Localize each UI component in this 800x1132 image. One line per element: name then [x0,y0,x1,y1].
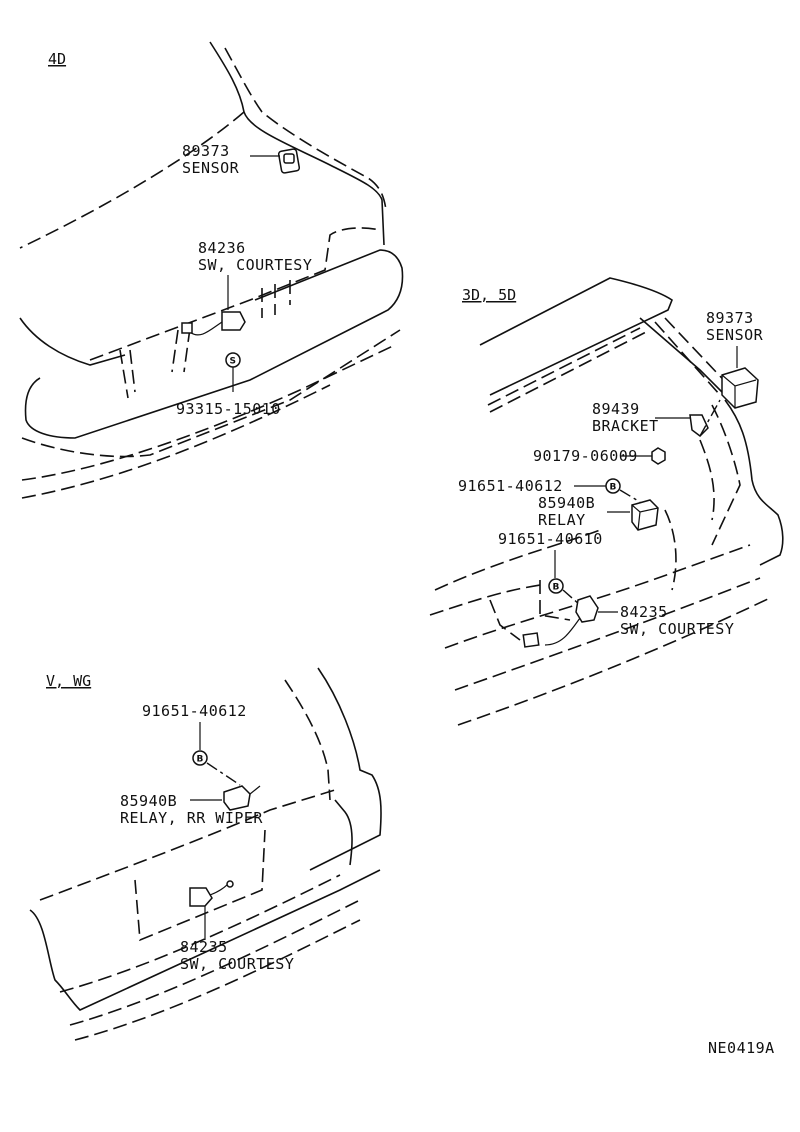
part-number-bolt2-3d: 91651-40610 [498,530,603,548]
spoiler-3d [479,277,673,396]
spoiler-dash-3d-b [489,329,651,413]
section-label-4d: 4D [48,50,66,68]
hatch-dash-3d-d [444,544,751,649]
sensor-part-3d [721,367,759,409]
part-name-relay-3d: RELAY [538,511,586,529]
spoiler-side-3d [639,317,731,401]
section-4d: 4D 89373 SENSOR 84236 SW, COURTESY [19,41,404,499]
part-number-sensor-3d: 89373 [706,309,754,327]
hatch-dash-3d-b [699,439,715,521]
section-label-3d-5d: 3D, 5D [462,286,516,304]
part-name-courtesy-wg: SW, COURTESY [180,955,294,973]
section-label-v-wg: V, WG [46,672,91,690]
part-name-courtesy-4d: SW, COURTESY [198,256,312,274]
wagon-lower-edge [29,869,381,1011]
hatch-dash-3d-a [711,404,741,546]
part-number-sensor-4d: 89373 [182,142,230,160]
bracket-dashline-3d [699,399,721,437]
part-number-bolt1-3d: 91651-40612 [458,477,563,495]
trunk-lower-dash-4d [89,227,381,361]
relay-part-3d [631,499,659,531]
tail-lamp-dash-4d [119,349,136,399]
part-number-nut-3d: 90179-06009 [533,447,638,465]
bolt-glyph-wg: B [197,755,204,765]
hatch-dash-3d-h [539,580,571,621]
part-name-relay-wg: RELAY, RR WIPER [120,809,263,827]
bumper-dash-4d-b [21,344,396,481]
wagon-body [309,667,382,871]
bumper-dash-4d-c [21,384,331,499]
bolt-dashline-wg [206,762,241,786]
part-number-courtesy-4d: 84236 [198,239,246,257]
hatch-dash-3d-f [457,597,771,726]
spoiler-dash-3d-a [487,327,641,406]
courtesy-switch-part-4d [181,311,246,336]
wagon-dash-a [284,679,331,801]
part-number-relay-wg: 85940B [120,792,177,810]
section-3d-5d: 3D, 5D 89373 SENSOR 89439 BRACKET 90 [429,277,784,726]
bolt1-glyph-3d: B [610,483,617,493]
nut-icon-3d [651,447,666,465]
part-number-bracket-3d: 89439 [592,400,640,418]
wagon-dash-c [134,829,266,942]
wagon-dash-b [39,789,336,901]
part-name-bracket-3d: BRACKET [592,417,659,435]
sensor-part-4d [277,148,301,174]
trunk-outline-4d [209,41,385,246]
courtesy-switch-part-wg [189,880,234,907]
part-number-screw-4d: 93315-15010 [176,400,281,418]
bumper-4d [24,249,404,439]
wagon-dash-d [59,874,341,993]
trunk-edge-4d [19,317,126,366]
wagon-bumper-step [334,799,353,866]
relay-part-wg [223,785,261,811]
part-name-sensor-3d: SENSOR [706,326,764,344]
trunk-dash-4d-a [224,47,387,211]
diagram-code: NE0419A [708,1039,775,1057]
bolt2-glyph-3d: B [553,583,560,593]
part-number-courtesy-3d: 84235 [620,603,668,621]
wagon-dash-e [69,899,361,1026]
part-name-courtesy-3d: SW, COURTESY [620,620,734,638]
bolt-icon-wg [192,750,208,766]
courtesy-switch-part-3d [522,595,599,648]
part-number-courtesy-wg: 84235 [180,938,228,956]
screw-glyph-4d: S [230,357,236,367]
hatch-dash-3d-c [429,529,601,616]
section-v-wg: V, WG 91651-40612 B 85940B RELAY, RR WIP… [29,667,382,1041]
hatch-dash-3d-e [454,577,761,691]
trunk-dash-4d-b [19,111,245,249]
part-name-sensor-4d: SENSOR [182,159,240,177]
latch-dash-4d [171,280,291,373]
part-number-relay-3d: 85940B [538,494,595,512]
bumper-dash-4d-a [21,329,401,458]
bolt1-dashline-3d [619,489,641,503]
wagon-dash-f [74,919,361,1041]
hatch-body-3d [724,399,784,566]
part-number-bolt-wg: 91651-40612 [142,702,247,720]
bolt1-icon-3d [605,478,621,494]
bolt2-icon-3d [548,578,564,594]
hatch-dash-3d-g [489,509,677,641]
